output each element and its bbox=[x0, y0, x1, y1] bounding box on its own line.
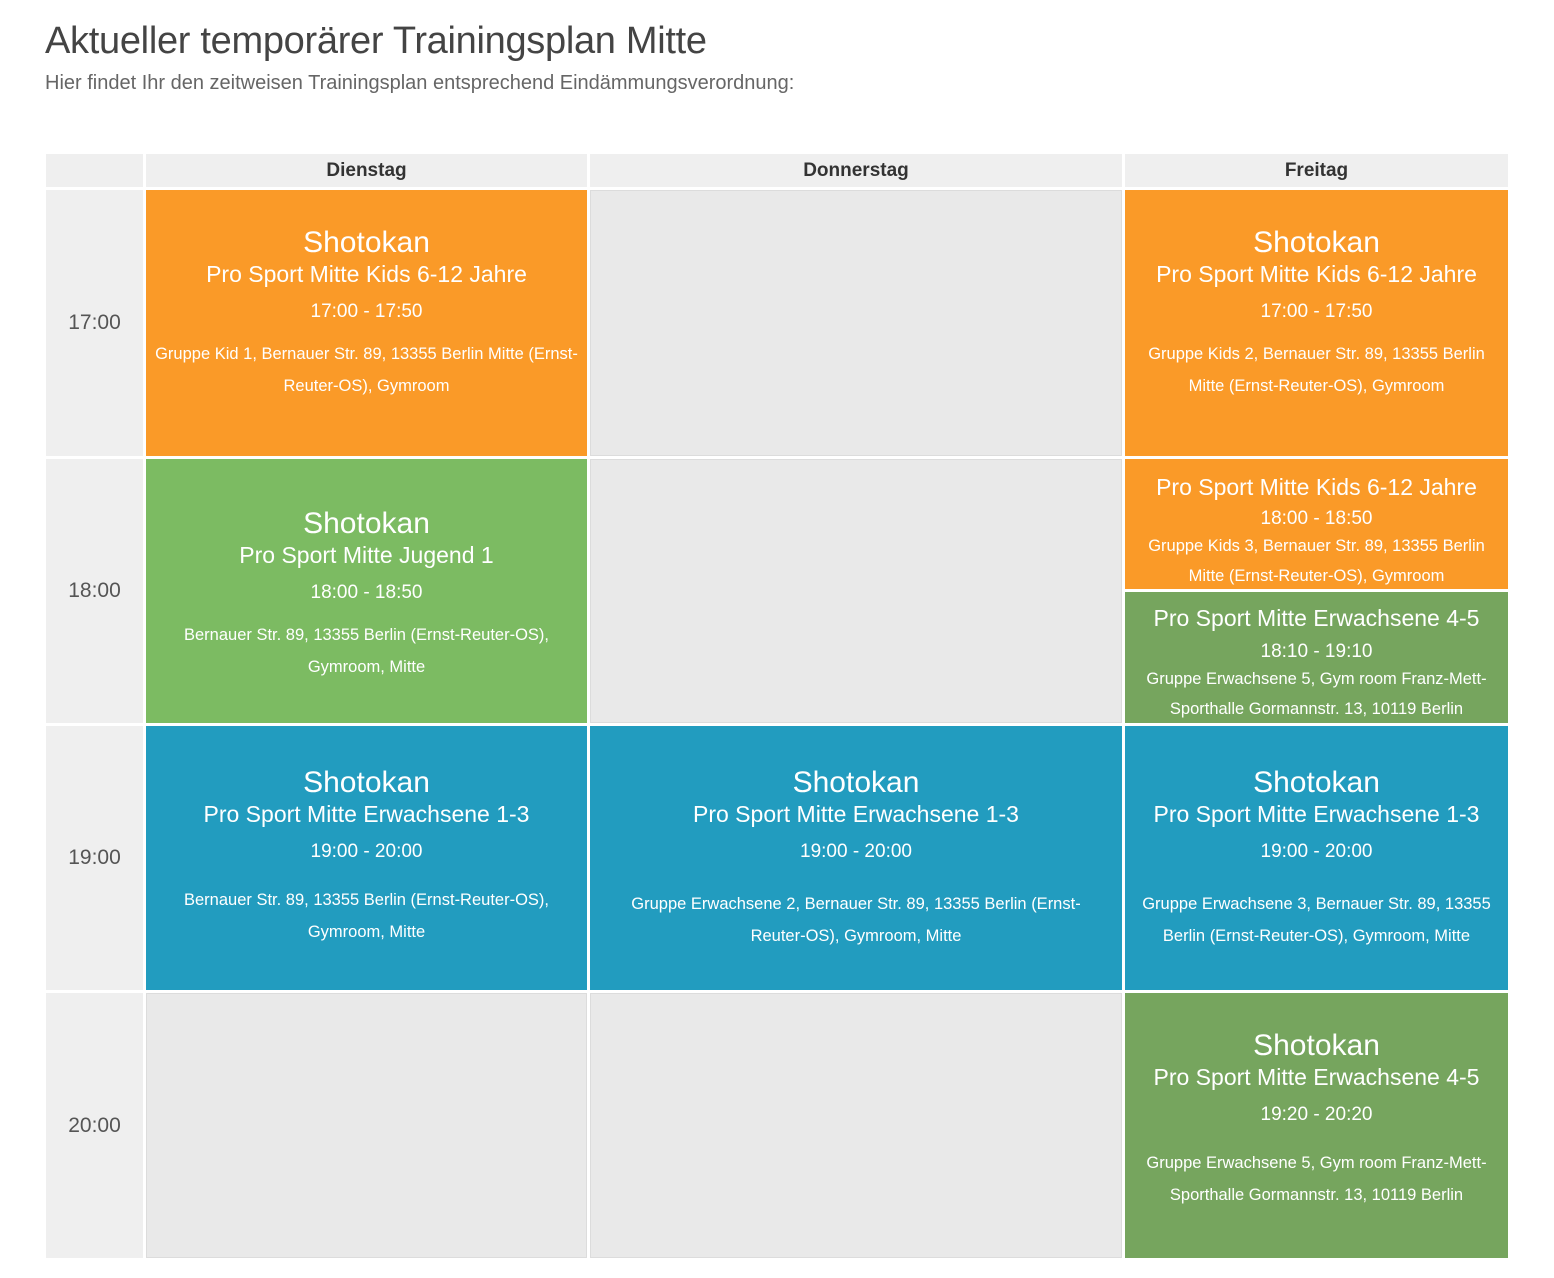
event-time: 19:00 - 20:00 bbox=[310, 841, 423, 862]
event-time: 18:00 - 18:50 bbox=[310, 582, 423, 603]
event-time: 18:10 - 19:10 bbox=[1260, 641, 1373, 662]
time-label-2000: 20:00 bbox=[46, 993, 143, 1258]
event-group: Pro Sport Mitte Erwachsene 4-5 bbox=[1153, 1064, 1480, 1090]
event-freitag-1920[interactable]: Shotokan Pro Sport Mitte Erwachsene 4-5 … bbox=[1125, 993, 1508, 1258]
empty-slot-donnerstag-1700 bbox=[590, 190, 1122, 456]
event-group: Pro Sport Mitte Erwachsene 1-3 bbox=[203, 801, 530, 827]
event-title: Shotokan bbox=[303, 226, 430, 259]
event-group: Pro Sport Mitte Kids 6-12 Jahre bbox=[1156, 261, 1477, 287]
event-title: Shotokan bbox=[303, 766, 430, 799]
event-location: Bernauer Str. 89, 13355 Berlin (Ernst-Re… bbox=[184, 891, 549, 941]
event-location: Gruppe Erwachsene 5, Gym room Franz-Mett… bbox=[1146, 1154, 1487, 1204]
empty-slot-dienstag-2000 bbox=[146, 993, 587, 1258]
event-location: Gruppe Kids 2, Bernauer Str. 89, 13355 B… bbox=[1148, 345, 1485, 395]
event-title: Shotokan bbox=[1253, 1029, 1380, 1062]
event-group: Pro Sport Mitte Kids 6-12 Jahre bbox=[206, 261, 527, 287]
event-location: Gruppe Erwachsene 3, Bernauer Str. 89, 1… bbox=[1142, 895, 1491, 945]
day-header-donnerstag: Donnerstag bbox=[590, 154, 1122, 187]
event-freitag-1900[interactable]: Shotokan Pro Sport Mitte Erwachsene 1-3 … bbox=[1125, 726, 1508, 990]
timetable: Dienstag Donnerstag Freitag 17:00 18:00 … bbox=[46, 154, 1508, 1258]
event-group: Pro Sport Mitte Kids 6-12 Jahre bbox=[1156, 474, 1477, 500]
event-dienstag-1900[interactable]: Shotokan Pro Sport Mitte Erwachsene 1-3 … bbox=[146, 726, 587, 990]
time-label-1800: 18:00 bbox=[46, 459, 143, 723]
event-location: Gruppe Erwachsene 5, Gym room Franz-Mett… bbox=[1146, 670, 1487, 718]
event-group: Pro Sport Mitte Jugend 1 bbox=[239, 542, 494, 568]
time-label-1700: 17:00 bbox=[46, 190, 143, 456]
event-dienstag-1700[interactable]: Shotokan Pro Sport Mitte Kids 6-12 Jahre… bbox=[146, 190, 587, 456]
event-title: Shotokan bbox=[1253, 226, 1380, 259]
event-donnerstag-1900[interactable]: Shotokan Pro Sport Mitte Erwachsene 1-3 … bbox=[590, 726, 1122, 990]
day-header-freitag: Freitag bbox=[1125, 154, 1508, 187]
event-time: 19:00 - 20:00 bbox=[800, 841, 912, 862]
event-location: Bernauer Str. 89, 13355 Berlin (Ernst-Re… bbox=[184, 626, 549, 676]
event-location: Gruppe Kid 1, Bernauer Str. 89, 13355 Be… bbox=[155, 345, 578, 395]
empty-slot-donnerstag-2000 bbox=[590, 993, 1122, 1258]
event-freitag-1700[interactable]: Shotokan Pro Sport Mitte Kids 6-12 Jahre… bbox=[1125, 190, 1508, 456]
event-title: Shotokan bbox=[1253, 766, 1380, 799]
empty-slot-donnerstag-1800 bbox=[590, 459, 1122, 723]
event-freitag-1800[interactable]: Pro Sport Mitte Kids 6-12 Jahre 18:00 - … bbox=[1125, 459, 1508, 589]
page-subtitle: Hier findet Ihr den zeitweisen Trainings… bbox=[45, 72, 795, 94]
event-freitag-1810[interactable]: Pro Sport Mitte Erwachsene 4-5 18:10 - 1… bbox=[1125, 592, 1508, 723]
page-title: Aktueller temporärer Trainingsplan Mitte bbox=[45, 20, 707, 62]
header-corner bbox=[46, 154, 143, 187]
event-dienstag-1800[interactable]: Shotokan Pro Sport Mitte Jugend 1 18:00 … bbox=[146, 459, 587, 723]
event-location: Gruppe Kids 3, Bernauer Str. 89, 13355 B… bbox=[1148, 537, 1485, 585]
day-header-dienstag: Dienstag bbox=[146, 154, 587, 187]
event-group: Pro Sport Mitte Erwachsene 1-3 bbox=[1153, 801, 1480, 827]
event-time: 17:00 - 17:50 bbox=[1260, 301, 1373, 322]
event-group: Pro Sport Mitte Erwachsene 4-5 bbox=[1153, 605, 1480, 631]
event-time: 18:00 - 18:50 bbox=[1260, 508, 1373, 529]
event-location: Gruppe Erwachsene 2, Bernauer Str. 89, 1… bbox=[631, 895, 1081, 945]
event-title: Shotokan bbox=[792, 766, 920, 799]
event-time: 17:00 - 17:50 bbox=[310, 301, 423, 322]
event-time: 19:20 - 20:20 bbox=[1260, 1104, 1373, 1125]
event-group: Pro Sport Mitte Erwachsene 1-3 bbox=[693, 801, 1019, 827]
time-label-1900: 19:00 bbox=[46, 726, 143, 990]
event-time: 19:00 - 20:00 bbox=[1260, 841, 1373, 862]
event-title: Shotokan bbox=[303, 507, 430, 540]
